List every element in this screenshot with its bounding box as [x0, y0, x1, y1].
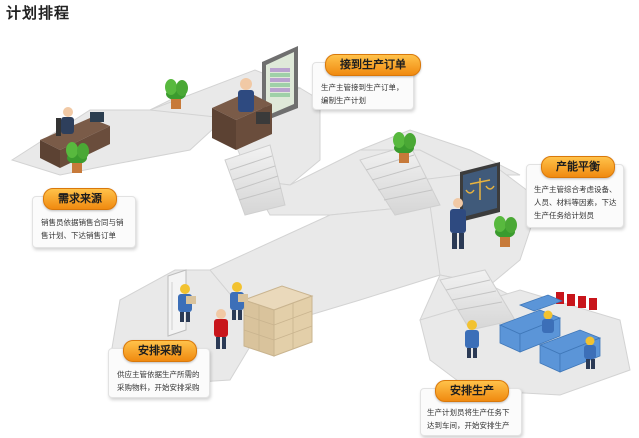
capacity-scene	[450, 162, 500, 249]
step-title-production: 安排生产	[435, 380, 509, 402]
step-card-order: 接到生产订单 生产主管接到生产订单， 编制生产计划	[312, 54, 421, 110]
step-desc-line: 售计划、下达销售订单	[41, 231, 116, 240]
stairs-upper	[224, 144, 286, 216]
step-title-purchase: 安排采购	[123, 340, 197, 362]
step-card-capacity: 产能平衡 生产主管综合考虑设备、 人员、材料等因素，下达 生产任务给计划员	[526, 156, 624, 228]
step-desc-line: 供应主管依据生产所需的	[117, 370, 200, 379]
step-desc-line: 采购物料，开始安排采购	[117, 383, 200, 392]
production-manager-scene	[212, 46, 298, 150]
step-desc-purchase: 供应主管依据生产所需的 采购物料，开始安排采购	[117, 368, 200, 394]
step-card-purchase: 安排采购 供应主管依据生产所需的 采购物料，开始安排采购	[108, 340, 210, 398]
step-desc-line: 生产主管综合考虑设备、	[534, 185, 617, 194]
stairs-middle	[359, 144, 441, 216]
step-desc-production: 生产计划员将生产任务下 达到车间，开始安排生产	[427, 406, 510, 432]
step-desc-line: 生产任务给计划员	[534, 211, 594, 220]
step-title-capacity: 产能平衡	[541, 156, 615, 178]
step-title-demand: 需求来源	[43, 188, 117, 210]
step-desc-capacity: 生产主管综合考虑设备、 人员、材料等因素，下达 生产任务给计划员	[534, 183, 617, 222]
plant-icon	[494, 216, 517, 247]
step-title-order: 接到生产订单	[325, 54, 421, 76]
plant-icon	[165, 79, 188, 109]
page-title: 计划排程	[6, 4, 71, 22]
step-desc-line: 生产主管接到生产订单，	[321, 83, 404, 92]
step-desc-line: 达到车间，开始安排生产	[427, 421, 510, 430]
plant-icon	[393, 132, 416, 163]
step-desc-line: 销售员依据销售合同与销	[41, 218, 124, 227]
warehouse-scene	[167, 269, 314, 357]
step-card-demand: 需求来源 销售员依据销售合同与销 售计划、下达销售订单	[32, 188, 136, 248]
step-desc-line: 生产计划员将生产任务下	[427, 408, 510, 417]
plant-icon	[66, 142, 89, 173]
step-card-production: 安排生产 生产计划员将生产任务下 达到车间，开始安排生产	[420, 380, 522, 436]
step-desc-line: 编制生产计划	[321, 96, 366, 105]
step-desc-order: 生产主管接到生产订单， 编制生产计划	[321, 81, 404, 107]
step-desc-demand: 销售员依据销售合同与销 售计划、下达销售订单	[41, 216, 124, 242]
workshop-scene	[465, 292, 602, 373]
step-desc-line: 人员、材料等因素，下达	[534, 198, 617, 207]
